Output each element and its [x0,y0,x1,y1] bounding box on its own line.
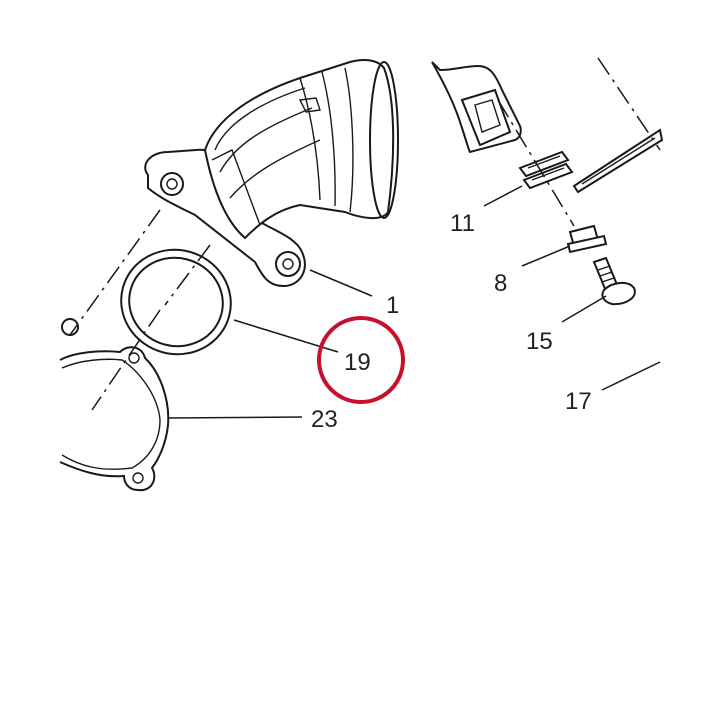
highlight-circle [317,316,405,404]
part-label-23: 23 [311,406,338,433]
part-label-15: 15 [526,328,553,355]
intake-elbow-drawing [144,59,399,288]
centerlines-left [69,209,211,411]
part-label-11: 11 [450,210,475,237]
gasket-drawing [59,318,170,492]
o-ring-drawing [120,248,232,356]
part-label-1: 1 [386,292,399,319]
part-label-19: 19 [344,349,371,376]
part-label-8: 8 [494,270,507,297]
bracket-assembly-drawing [431,57,664,306]
part-label-17: 17 [565,388,592,415]
